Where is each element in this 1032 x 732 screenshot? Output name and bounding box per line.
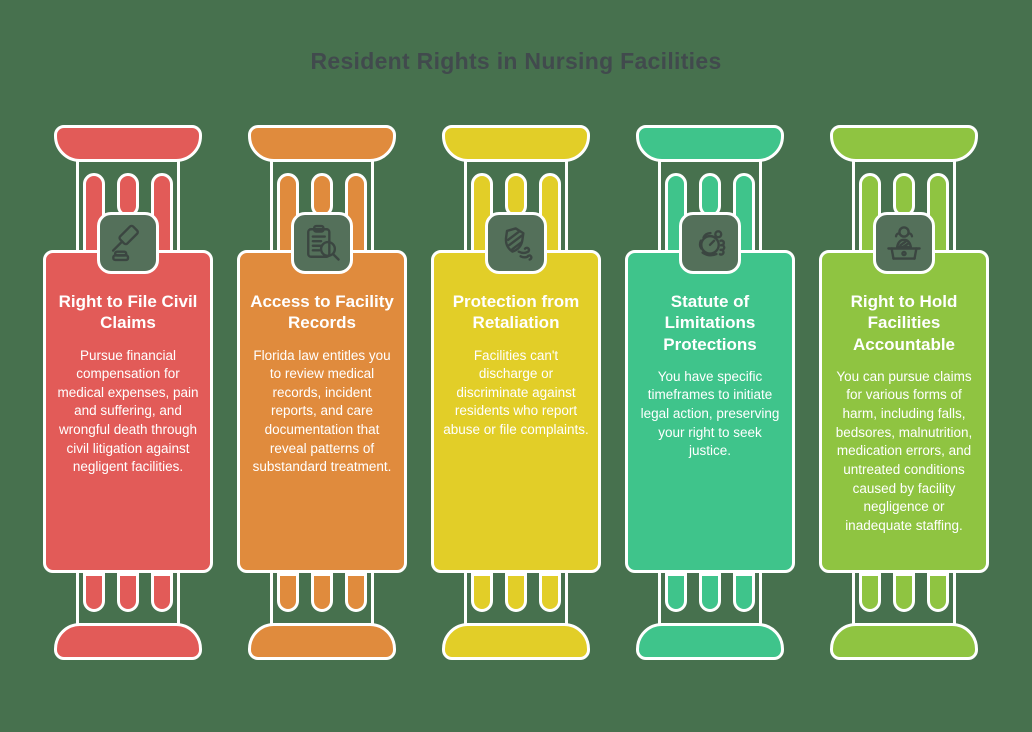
column-flutes-bottom xyxy=(859,573,949,612)
column-base xyxy=(248,623,396,660)
pillar-title: Right to Hold Facilities Accountable xyxy=(850,292,958,354)
column-base xyxy=(54,623,202,660)
pillar-title: Statute of Limitations Protections xyxy=(663,292,757,354)
column-capital xyxy=(248,125,396,162)
pillar-card: Protection from Retaliation Facilities c… xyxy=(431,250,601,573)
column-flutes-bottom xyxy=(83,573,173,612)
page-title: Resident Rights in Nursing Facilities xyxy=(310,48,722,74)
records-magnifier-icon xyxy=(307,224,340,261)
column-flutes-bottom xyxy=(665,573,755,612)
pillar-description: Florida law entitles you to review medic… xyxy=(252,347,392,475)
column-capital xyxy=(442,125,590,162)
pillar-card: Access to Facility Records Florida law e… xyxy=(237,250,407,573)
shield-wind-icon xyxy=(504,227,533,261)
icon-box xyxy=(679,212,741,274)
column-base xyxy=(636,623,784,660)
pillar-card: Statute of Limitations Protections You h… xyxy=(625,250,795,573)
column-capital xyxy=(54,125,202,162)
icon-box xyxy=(97,212,159,274)
pillar-card: Right to Hold Facilities Accountable You… xyxy=(819,250,989,573)
pillar-facility-records: Access to Facility Records Florida law e… xyxy=(237,125,407,660)
gavel-icon xyxy=(111,224,139,262)
pillar-hold-accountable: Right to Hold Facilities Accountable You… xyxy=(819,125,989,660)
pillar-title: Right to File Civil Claims xyxy=(58,292,198,333)
pillar-statute-of-limitations: Statute of Limitations Protections You h… xyxy=(625,125,795,660)
column-base xyxy=(442,623,590,660)
pillar-description: You can pursue claims for various forms … xyxy=(835,368,973,533)
icon-box xyxy=(485,212,547,274)
column-base xyxy=(830,623,978,660)
pillar-retaliation-protection: Protection from Retaliation Facilities c… xyxy=(431,125,601,660)
column-flutes-bottom xyxy=(277,573,367,612)
pillar-card: Right to File Civil Claims Pursue financ… xyxy=(43,250,213,573)
column-flutes-bottom xyxy=(471,573,561,612)
pillar-title: Protection from Retaliation xyxy=(452,292,580,333)
pillar-description: Pursue financial compensation for medica… xyxy=(57,347,199,475)
pillar-row: Right to File Civil Claims Pursue financ… xyxy=(43,125,989,660)
judge-bench-icon xyxy=(887,226,921,260)
pillar-civil-claims: Right to File Civil Claims Pursue financ… xyxy=(43,125,213,660)
icon-box xyxy=(873,212,935,274)
column-capital xyxy=(830,125,978,162)
pillar-description: Facilities can't discharge or discrimina… xyxy=(443,347,589,438)
pillar-title: Access to Facility Records xyxy=(250,292,394,333)
hand-stopwatch-icon xyxy=(698,230,726,257)
column-capital xyxy=(636,125,784,162)
icon-box xyxy=(291,212,353,274)
pillar-description: You have specific timeframes to initiate… xyxy=(640,368,780,459)
